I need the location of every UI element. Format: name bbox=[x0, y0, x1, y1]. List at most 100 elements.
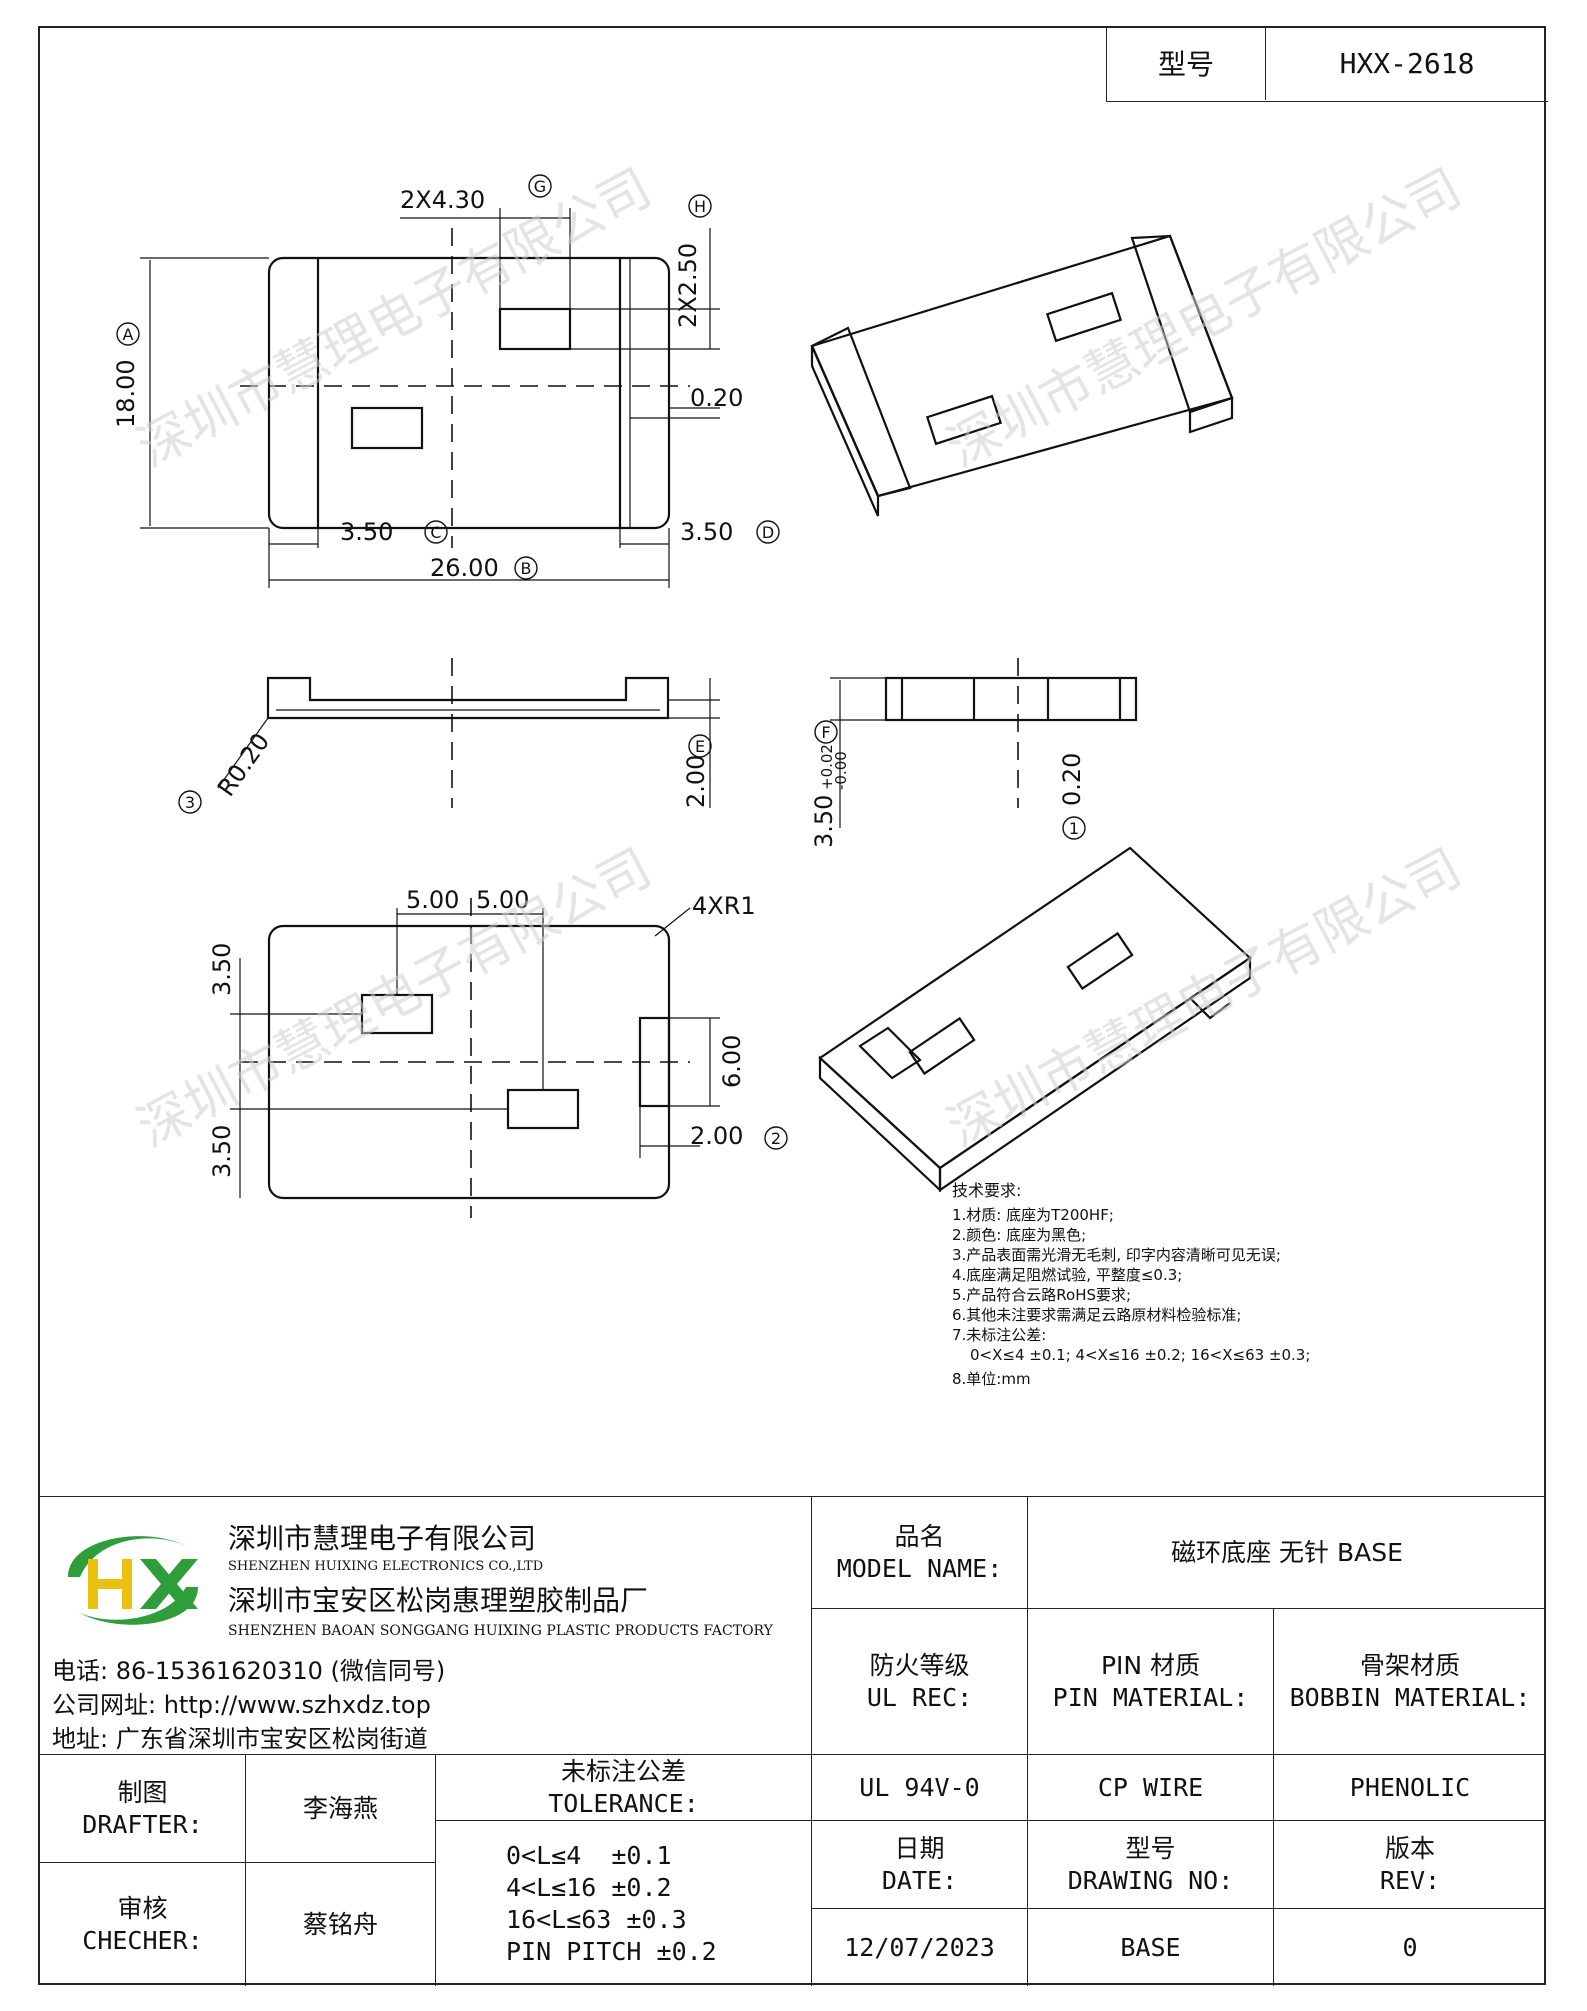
marker-g: G bbox=[534, 177, 546, 196]
note-line: 8.单位:mm bbox=[952, 1370, 1031, 1388]
drafter-name: 李海燕 bbox=[302, 1793, 378, 1823]
dim-500a: 5.00 bbox=[406, 886, 459, 914]
ul-value-cell: UL 94V-0 bbox=[812, 1755, 1028, 1821]
bottom-view bbox=[230, 898, 720, 1218]
ul-en: UL REC: bbox=[866, 1682, 973, 1712]
tolerance-line: 4<L≤16 ±0.2 bbox=[506, 1872, 672, 1902]
bobbin-cn: 骨架材质 bbox=[1359, 1650, 1460, 1680]
watermarks: 深圳市慧理电子有限公司 深圳市慧理电子有限公司 深圳市慧理电子有限公司 深圳市慧… bbox=[128, 158, 1471, 1160]
pin-cn: PIN 材质 bbox=[1100, 1650, 1201, 1680]
dim-200: 2.00 bbox=[690, 1122, 743, 1150]
rev-value: 0 bbox=[1402, 1932, 1418, 1962]
iso-view-lower bbox=[818, 846, 1252, 1193]
tolerance-line: 0<L≤4 ±0.1 bbox=[506, 1840, 672, 1870]
model-name-value: 磁环底座 无针 BASE bbox=[1171, 1537, 1403, 1567]
date-en: DATE: bbox=[881, 1865, 958, 1895]
dim-020a: 0.20 bbox=[690, 384, 743, 412]
company-address: 地址: 广东省深圳市宝安区松岗街道 bbox=[52, 1725, 428, 1753]
note-line: 5.产品符合云路RoHS要求; bbox=[952, 1286, 1131, 1304]
tolerance-label-cell: 未标注公差 TOLERANCE: bbox=[436, 1755, 812, 1821]
title-block: HX 深圳市慧理电子有限公司 SHENZHEN HUIXING ELECTRON… bbox=[40, 1496, 1546, 1986]
marker-d: D bbox=[762, 523, 774, 542]
note-line: 0<X≤4 ±0.1; 4<X≤16 ±0.2; 16<X≤63 ±0.3; bbox=[970, 1346, 1310, 1364]
marker-b: B bbox=[521, 559, 532, 578]
dim-a: 18.00 bbox=[112, 359, 140, 428]
company-website: 公司网址: http://www.szhxdz.top bbox=[52, 1691, 431, 1719]
model-name-cn: 品名 bbox=[894, 1521, 945, 1551]
marker-f: F bbox=[821, 723, 830, 742]
model-box-label: 型号 bbox=[1107, 26, 1266, 100]
dim-f-tol-dn: -0.00 bbox=[832, 751, 850, 790]
marker-e: E bbox=[695, 737, 705, 756]
company-phone: 电话: 86-15361620310 (微信同号) bbox=[52, 1657, 446, 1685]
marker-h: H bbox=[694, 197, 706, 216]
date-cn: 日期 bbox=[894, 1833, 945, 1863]
pin-en: PIN MATERIAL: bbox=[1052, 1682, 1249, 1712]
drawing-no-en: DRAWING NO: bbox=[1067, 1865, 1234, 1895]
dim-e: 2.00 bbox=[682, 755, 710, 808]
side-view-front bbox=[217, 658, 720, 808]
marker-c: C bbox=[430, 523, 441, 542]
tolerance-line: PIN PITCH ±0.2 bbox=[506, 1936, 717, 1966]
drafter-en: DRAFTER: bbox=[82, 1809, 203, 1839]
factory-name-en: SHENZHEN BAOAN SONGGANG HUIXING PLASTIC … bbox=[228, 1623, 773, 1639]
note-line: 6.其他未注要求需满足云路原材料检验标准; bbox=[952, 1306, 1241, 1324]
drafter-name-cell: 李海燕 bbox=[246, 1755, 436, 1863]
model-box: 型号 HXX-2618 bbox=[1106, 26, 1548, 102]
dim-b: 26.00 bbox=[430, 554, 499, 582]
marker-2: 2 bbox=[771, 1129, 781, 1148]
pin-label-cell: PIN 材质 PIN MATERIAL: bbox=[1028, 1609, 1274, 1755]
checker-en: CHECHER: bbox=[82, 1925, 203, 1955]
model-name-en: MODEL NAME: bbox=[836, 1553, 1003, 1583]
dim-d: 3.50 bbox=[680, 518, 733, 546]
rev-cn: 版本 bbox=[1384, 1833, 1435, 1863]
dim-350b: 3.50 bbox=[208, 1125, 236, 1178]
bobbin-value: PHENOLIC bbox=[1349, 1772, 1471, 1802]
ul-value: UL 94V-0 bbox=[859, 1772, 980, 1802]
rev-label-cell: 版本 REV: bbox=[1274, 1821, 1546, 1909]
rev-en: REV: bbox=[1379, 1865, 1441, 1895]
watermark: 深圳市慧理电子有限公司 bbox=[128, 158, 661, 480]
dim-c: 3.50 bbox=[340, 518, 393, 546]
side-view-end bbox=[830, 658, 1138, 828]
technical-drawing: 2X4.30 2X2.50 18.00 0.20 3.50 3.50 26.00… bbox=[112, 158, 1471, 1388]
company-name-cn: 深圳市慧理电子有限公司 bbox=[228, 1522, 537, 1555]
ul-cn: 防火等级 bbox=[869, 1650, 970, 1680]
checker-cn: 审核 bbox=[117, 1893, 168, 1923]
drafter-label-cell: 制图 DRAFTER: bbox=[40, 1755, 246, 1863]
watermark: 深圳市慧理电子有限公司 bbox=[128, 838, 661, 1160]
drawing-no-value: BASE bbox=[1120, 1932, 1181, 1962]
tolerance-values-cell: 0<L≤4 ±0.1 4<L≤16 ±0.2 16<L≤63 ±0.3 PIN … bbox=[436, 1821, 812, 1986]
date-value: 12/07/2023 bbox=[844, 1932, 995, 1962]
dim-4xr1: 4XR1 bbox=[692, 892, 756, 920]
marker-3: 3 bbox=[185, 793, 195, 812]
watermark: 深圳市慧理电子有限公司 bbox=[938, 838, 1471, 1160]
company-logo: HX bbox=[48, 1517, 198, 1625]
factory-name-cn: 深圳市宝安区松岗惠理塑胶制品厂 bbox=[228, 1584, 649, 1617]
checker-name: 蔡铭舟 bbox=[302, 1909, 378, 1939]
tolerance-line: 16<L≤63 ±0.3 bbox=[506, 1904, 687, 1934]
drafter-cn: 制图 bbox=[117, 1777, 168, 1807]
company-area: HX 深圳市慧理电子有限公司 SHENZHEN HUIXING ELECTRON… bbox=[40, 1497, 812, 1755]
dim-020b: 0.20 bbox=[1058, 753, 1086, 806]
dim-600: 6.00 bbox=[718, 1035, 746, 1088]
model-box-value: HXX-2618 bbox=[1339, 46, 1475, 80]
pin-value: CP WIRE bbox=[1097, 1772, 1204, 1802]
tolerance-cn: 未标注公差 bbox=[560, 1756, 686, 1786]
note-line: 3.产品表面需光滑无毛刺, 印字内容清晰可见无误; bbox=[952, 1246, 1281, 1264]
logo-text: HX bbox=[48, 1517, 50, 1518]
iso-view-upper bbox=[810, 234, 1234, 517]
checker-name-cell: 蔡铭舟 bbox=[246, 1863, 436, 1986]
ul-label-cell: 防火等级 UL REC: bbox=[812, 1609, 1028, 1755]
dim-350a: 3.50 bbox=[208, 943, 236, 996]
rev-value-cell: 0 bbox=[1274, 1909, 1546, 1986]
dim-f-tol-up: +0.02 bbox=[818, 744, 836, 790]
note-line: 2.颜色: 底座为黑色; bbox=[952, 1226, 1086, 1244]
note-line: 4.底座满足阻燃试验, 平整度≤0.3; bbox=[952, 1266, 1182, 1284]
note-line: 1.材质: 底座为T200HF; bbox=[952, 1206, 1114, 1224]
drawing-no-cn: 型号 bbox=[1125, 1833, 1176, 1863]
bobbin-value-cell: PHENOLIC bbox=[1274, 1755, 1546, 1821]
date-value-cell: 12/07/2023 bbox=[812, 1909, 1028, 1986]
date-label-cell: 日期 DATE: bbox=[812, 1821, 1028, 1909]
marker-a: A bbox=[123, 325, 134, 344]
